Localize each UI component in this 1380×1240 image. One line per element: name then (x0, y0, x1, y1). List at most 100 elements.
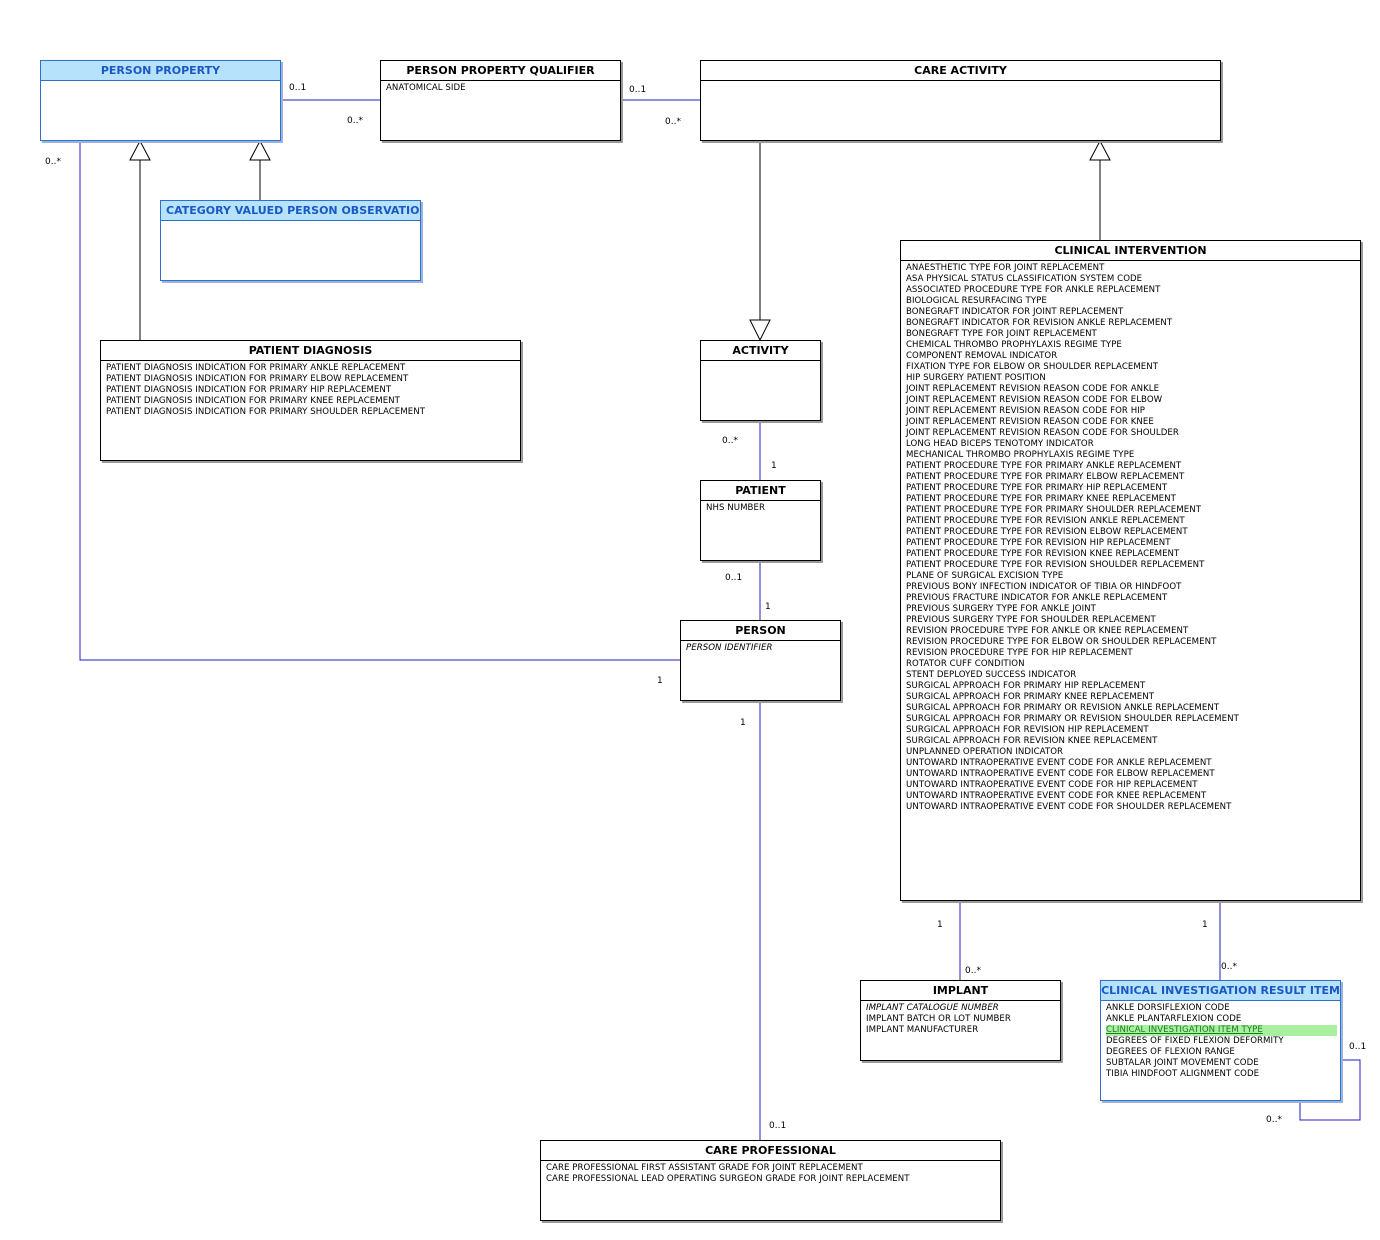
entity-title: CARE PROFESSIONAL (541, 1141, 1000, 1161)
attribute-list: ANATOMICAL SIDE (381, 81, 620, 94)
attribute: PREVIOUS SURGERY TYPE FOR ANKLE JOINT (906, 604, 1096, 614)
entity-title: PATIENT DIAGNOSIS (101, 341, 520, 361)
attribute: TIBIA HINDFOOT ALIGNMENT CODE (1106, 1069, 1260, 1079)
entity-category-valued-person-observation[interactable]: CATEGORY VALUED PERSON OBSERVATION (160, 200, 421, 281)
attribute: PATIENT PROCEDURE TYPE FOR REVISION SHOU… (906, 560, 1205, 570)
entity-care-activity[interactable]: CARE ACTIVITY (700, 60, 1221, 141)
attribute-highlighted[interactable]: CLINICAL INVESTIGATION ITEM TYPE (1106, 1025, 1337, 1036)
attribute: ANATOMICAL SIDE (386, 83, 466, 93)
entity-person-property[interactable]: PERSON PROPERTY (40, 60, 281, 141)
multiplicity-label: 0..* (1266, 1115, 1282, 1125)
multiplicity-label: 0..* (1221, 962, 1237, 972)
attribute: PATIENT DIAGNOSIS INDICATION FOR PRIMARY… (106, 396, 400, 406)
attribute-list: PERSON IDENTIFIER (681, 641, 840, 654)
entity-title: PERSON (681, 621, 840, 641)
attribute: ANAESTHETIC TYPE FOR JOINT REPLACEMENT (906, 263, 1105, 273)
attribute-list: CARE PROFESSIONAL FIRST ASSISTANT GRADE … (541, 1161, 1000, 1185)
attribute: JOINT REPLACEMENT REVISION REASON CODE F… (906, 417, 1154, 427)
attribute: UNTOWARD INTRAOPERATIVE EVENT CODE FOR A… (906, 758, 1212, 768)
attribute: REVISION PROCEDURE TYPE FOR HIP REPLACEM… (906, 648, 1133, 658)
entity-clinical-intervention[interactable]: CLINICAL INTERVENTION ANAESTHETIC TYPE F… (900, 240, 1361, 901)
multiplicity-label: 0..1 (1349, 1042, 1367, 1052)
attribute: DEGREES OF FLEXION RANGE (1106, 1047, 1235, 1057)
entity-title: PATIENT (701, 481, 820, 501)
attribute: PATIENT PROCEDURE TYPE FOR REVISION KNEE… (906, 549, 1180, 559)
multiplicity-label: 0..* (665, 117, 681, 127)
attribute: IMPLANT BATCH OR LOT NUMBER (866, 1014, 1011, 1024)
attribute: DEGREES OF FIXED FLEXION DEFORMITY (1106, 1036, 1284, 1046)
multiplicity-label: 1 (657, 676, 663, 686)
attribute: UNTOWARD INTRAOPERATIVE EVENT CODE FOR E… (906, 769, 1215, 779)
entity-title: CLINICAL INTERVENTION (901, 241, 1360, 261)
attribute: MECHANICAL THROMBO PROPHYLAXIS REGIME TY… (906, 450, 1135, 460)
attribute: PREVIOUS SURGERY TYPE FOR SHOULDER REPLA… (906, 615, 1156, 625)
attribute: COMPONENT REMOVAL INDICATOR (906, 351, 1058, 361)
attribute: ANKLE PLANTARFLEXION CODE (1106, 1014, 1242, 1024)
attribute: HIP SURGERY PATIENT POSITION (906, 373, 1046, 383)
attribute: REVISION PROCEDURE TYPE FOR ANKLE OR KNE… (906, 626, 1189, 636)
attribute: PATIENT PROCEDURE TYPE FOR PRIMARY HIP R… (906, 483, 1168, 493)
entity-activity[interactable]: ACTIVITY (700, 340, 821, 421)
attribute-key: PERSON IDENTIFIER (686, 643, 773, 653)
attribute: SURGICAL APPROACH FOR PRIMARY KNEE REPLA… (906, 692, 1155, 702)
attribute: BONEGRAFT TYPE FOR JOINT REPLACEMENT (906, 329, 1097, 339)
entity-title: PERSON PROPERTY (41, 61, 280, 81)
attribute: UNTOWARD INTRAOPERATIVE EVENT CODE FOR H… (906, 780, 1198, 790)
entity-care-professional[interactable]: CARE PROFESSIONAL CARE PROFESSIONAL FIRS… (540, 1140, 1001, 1221)
attribute: PATIENT PROCEDURE TYPE FOR PRIMARY KNEE … (906, 494, 1176, 504)
multiplicity-label: 1 (1202, 920, 1208, 930)
entity-title: CLINICAL INVESTIGATION RESULT ITEM (1101, 981, 1340, 1001)
attribute: PATIENT PROCEDURE TYPE FOR PRIMARY SHOUL… (906, 505, 1201, 515)
attribute: ASSOCIATED PROCEDURE TYPE FOR ANKLE REPL… (906, 285, 1161, 295)
assoc-result-item-self (1299, 1059, 1361, 1121)
entity-title: CARE ACTIVITY (701, 61, 1220, 81)
multiplicity-label: 0..1 (629, 85, 647, 95)
entity-person[interactable]: PERSON PERSON IDENTIFIER (680, 620, 841, 701)
attribute: PREVIOUS BONY INFECTION INDICATOR OF TIB… (906, 582, 1182, 592)
attribute: SURGICAL APPROACH FOR PRIMARY OR REVISIO… (906, 714, 1239, 724)
multiplicity-label: 0..* (45, 157, 61, 167)
attribute: JOINT REPLACEMENT REVISION REASON CODE F… (906, 428, 1179, 438)
attribute-list: IMPLANT CATALOGUE NUMBER IMPLANT BATCH O… (861, 1001, 1060, 1036)
attribute: BIOLOGICAL RESURFACING TYPE (906, 296, 1047, 306)
attribute: PATIENT PROCEDURE TYPE FOR REVISION HIP … (906, 538, 1171, 548)
attribute: UNTOWARD INTRAOPERATIVE EVENT CODE FOR S… (906, 802, 1232, 812)
attribute: PATIENT DIAGNOSIS INDICATION FOR PRIMARY… (106, 374, 409, 384)
attribute: ROTATOR CUFF CONDITION (906, 659, 1025, 669)
attribute: SUBTALAR JOINT MOVEMENT CODE (1106, 1058, 1259, 1068)
multiplicity-label: 1 (937, 920, 943, 930)
entity-patient[interactable]: PATIENT NHS NUMBER (700, 480, 821, 561)
entity-clinical-investigation-result-item[interactable]: CLINICAL INVESTIGATION RESULT ITEM ANKLE… (1100, 980, 1341, 1101)
attribute: SURGICAL APPROACH FOR PRIMARY HIP REPLAC… (906, 681, 1146, 691)
gen-patient-diagnosis-arrow (129, 139, 151, 161)
entity-patient-diagnosis[interactable]: PATIENT DIAGNOSIS PATIENT DIAGNOSIS INDI… (100, 340, 521, 461)
attribute: UNTOWARD INTRAOPERATIVE EVENT CODE FOR K… (906, 791, 1207, 801)
attribute: PATIENT PROCEDURE TYPE FOR REVISION ELBO… (906, 527, 1188, 537)
attribute: NHS NUMBER (706, 503, 766, 513)
attribute: PREVIOUS FRACTURE INDICATOR FOR ANKLE RE… (906, 593, 1168, 603)
attribute: PATIENT PROCEDURE TYPE FOR REVISION ANKL… (906, 516, 1185, 526)
entity-person-property-qualifier[interactable]: PERSON PROPERTY QUALIFIER ANATOMICAL SID… (380, 60, 621, 141)
entity-implant[interactable]: IMPLANT IMPLANT CATALOGUE NUMBER IMPLANT… (860, 980, 1061, 1061)
attribute-list: NHS NUMBER (701, 501, 820, 514)
attribute: UNPLANNED OPERATION INDICATOR (906, 747, 1064, 757)
attribute: PATIENT DIAGNOSIS INDICATION FOR PRIMARY… (106, 385, 392, 395)
attribute: SURGICAL APPROACH FOR REVISION HIP REPLA… (906, 725, 1149, 735)
entity-title: IMPLANT (861, 981, 1060, 1001)
multiplicity-label: 0..1 (289, 83, 307, 93)
multiplicity-label: 1 (765, 602, 771, 612)
multiplicity-label: 1 (771, 461, 777, 471)
attribute-list: ANKLE DORSIFLEXION CODE ANKLE PLANTARFLE… (1101, 1001, 1340, 1080)
attribute: JOINT REPLACEMENT REVISION REASON CODE F… (906, 395, 1163, 405)
attribute: CARE PROFESSIONAL LEAD OPERATING SURGEON… (546, 1174, 910, 1184)
gen-clinical-intervention-arrow (1089, 139, 1111, 161)
attribute-key: IMPLANT CATALOGUE NUMBER (866, 1003, 999, 1013)
attribute: PATIENT DIAGNOSIS INDICATION FOR PRIMARY… (106, 407, 426, 417)
attribute: PATIENT DIAGNOSIS INDICATION FOR PRIMARY… (106, 363, 406, 373)
attribute-list: PATIENT DIAGNOSIS INDICATION FOR PRIMARY… (101, 361, 520, 418)
attribute: BONEGRAFT INDICATOR FOR JOINT REPLACEMEN… (906, 307, 1124, 317)
attribute: REVISION PROCEDURE TYPE FOR ELBOW OR SHO… (906, 637, 1217, 647)
attribute-list: ANAESTHETIC TYPE FOR JOINT REPLACEMENT AS… (901, 261, 1360, 813)
